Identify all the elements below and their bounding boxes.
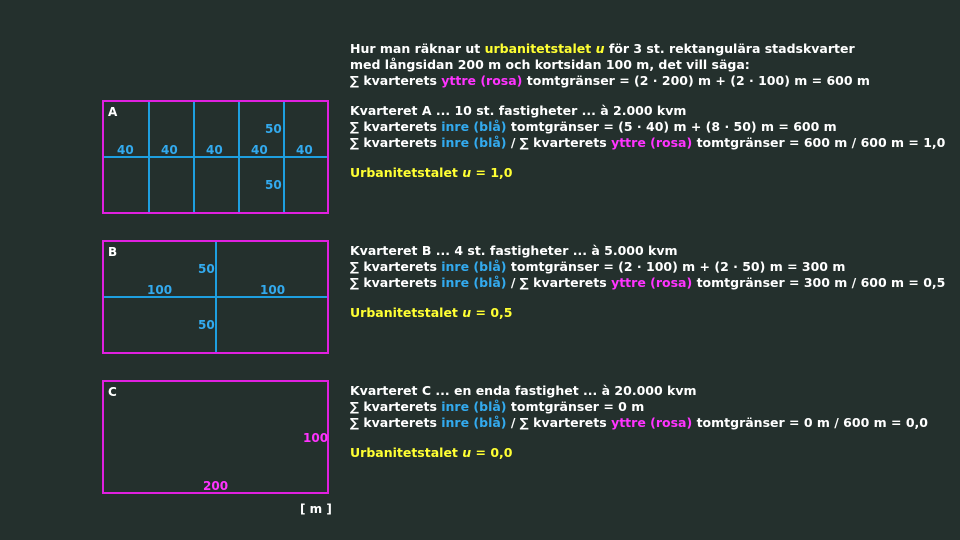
block-c-side-label: 100 <box>303 431 329 445</box>
unit-label: [ m ] <box>300 502 332 516</box>
section-b-text: Kvarteret B ... 4 st. fastigheter ... à … <box>350 243 945 321</box>
block-a-upper-label: 50 <box>265 122 282 136</box>
block-c-diagram: C 100 200 <box>102 380 329 494</box>
intro-line-2: med långsidan 200 m och kortsidan 100 m,… <box>350 57 750 72</box>
block-c-bottom-label: 200 <box>203 479 229 493</box>
section-c-text: Kvarteret C ... en enda fastighet ... à … <box>350 383 928 461</box>
section-a-result: Urbanitetstalet u = 1,0 <box>350 165 513 180</box>
block-a-segment-label: 40 <box>161 143 178 157</box>
block-a-diagram: A 40 40 40 40 40 50 50 <box>102 100 329 214</box>
block-b-upper-label: 50 <box>198 262 215 276</box>
block-c-letter: C <box>108 385 117 399</box>
section-a-text: Kvarteret A ... 10 st. fastigheter ... à… <box>350 103 945 181</box>
section-c-result: Urbanitetstalet u = 0,0 <box>350 445 513 460</box>
block-a-horizontal-line <box>104 156 327 158</box>
block-a-segment-label: 40 <box>296 143 313 157</box>
section-c-line-2: ∑ kvarterets inre (blå) / ∑ kvarterets y… <box>350 415 928 430</box>
intro-text: Hur man räknar ut urbanitetstalet u för … <box>350 41 870 89</box>
section-a-line-1: ∑ kvarterets inre (blå) tomtgränser = (5… <box>350 119 837 134</box>
intro-line-1: Hur man räknar ut urbanitetstalet u för … <box>350 41 855 56</box>
block-a-segment-label: 40 <box>206 143 223 157</box>
block-a-segment-label: 40 <box>117 143 134 157</box>
block-b-diagram: B 100 100 50 50 <box>102 240 329 354</box>
block-b-left-label: 100 <box>147 283 173 297</box>
block-b-horizontal-line <box>104 296 327 298</box>
block-a-segment-label: 40 <box>251 143 268 157</box>
block-a-lower-label: 50 <box>265 178 282 192</box>
section-a-line-2: ∑ kvarterets inre (blå) / ∑ kvarterets y… <box>350 135 946 150</box>
section-a-title: Kvarteret A ... 10 st. fastigheter ... à… <box>350 103 687 118</box>
section-b-line-1: ∑ kvarterets inre (blå) tomtgränser = (2… <box>350 259 846 274</box>
section-b-result: Urbanitetstalet u = 0,5 <box>350 305 513 320</box>
intro-line-3: ∑ kvarterets yttre (rosa) tomtgränser = … <box>350 73 870 88</box>
section-c-title: Kvarteret C ... en enda fastighet ... à … <box>350 383 697 398</box>
block-b-right-label: 100 <box>260 283 286 297</box>
block-b-letter: B <box>108 245 118 259</box>
section-b-title: Kvarteret B ... 4 st. fastigheter ... à … <box>350 243 678 258</box>
block-a-letter: A <box>108 105 118 119</box>
block-b-lower-label: 50 <box>198 318 215 332</box>
section-b-line-2: ∑ kvarterets inre (blå) / ∑ kvarterets y… <box>350 275 946 290</box>
section-c-line-1: ∑ kvarterets inre (blå) tomtgränser = 0 … <box>350 399 645 414</box>
